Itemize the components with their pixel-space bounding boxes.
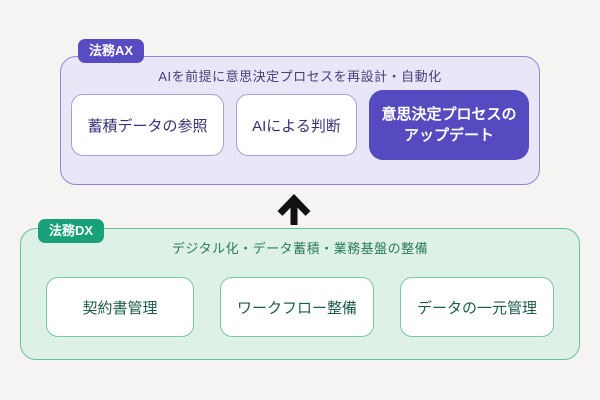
ax-box-ai-judgment: AIによる判断 [236,94,357,156]
up-arrow-icon [277,193,311,226]
ax-subtitle: AIを前提に意思決定プロセスを再設計・自動化 [158,69,442,84]
ax-box-decision-line-1: 意思決定プロセスの [381,106,517,123]
ax-box-decision-line-2: アップデート [403,127,494,144]
dx-box-contract-management: 契約書管理 [46,277,194,337]
ax-boxes-row: 蓄積データの参照 AIによる判断 意思決定プロセスの アップデート [61,90,539,160]
ax-box-decision-process-update: 意思決定プロセスの アップデート [369,90,529,160]
dx-box-data-unification: データの一元管理 [400,277,554,337]
dx-badge: 法務DX [38,219,105,243]
dx-boxes-row: 契約書管理 ワークフロー整備 データの一元管理 [21,277,579,337]
dx-section: デジタル化・データ蓄積・業務基盤の整備 契約書管理 ワークフロー整備 データの一… [20,228,580,360]
ax-badge: 法務AX [78,39,145,63]
ax-section: AIを前提に意思決定プロセスを再設計・自動化 蓄積データの参照 AIによる判断 … [60,56,540,185]
ax-box-accumulated-data-reference: 蓄積データの参照 [71,94,224,156]
dx-box-workflow-setup: ワークフロー整備 [220,277,374,337]
dx-subtitle: デジタル化・データ蓄積・業務基盤の整備 [171,241,429,256]
